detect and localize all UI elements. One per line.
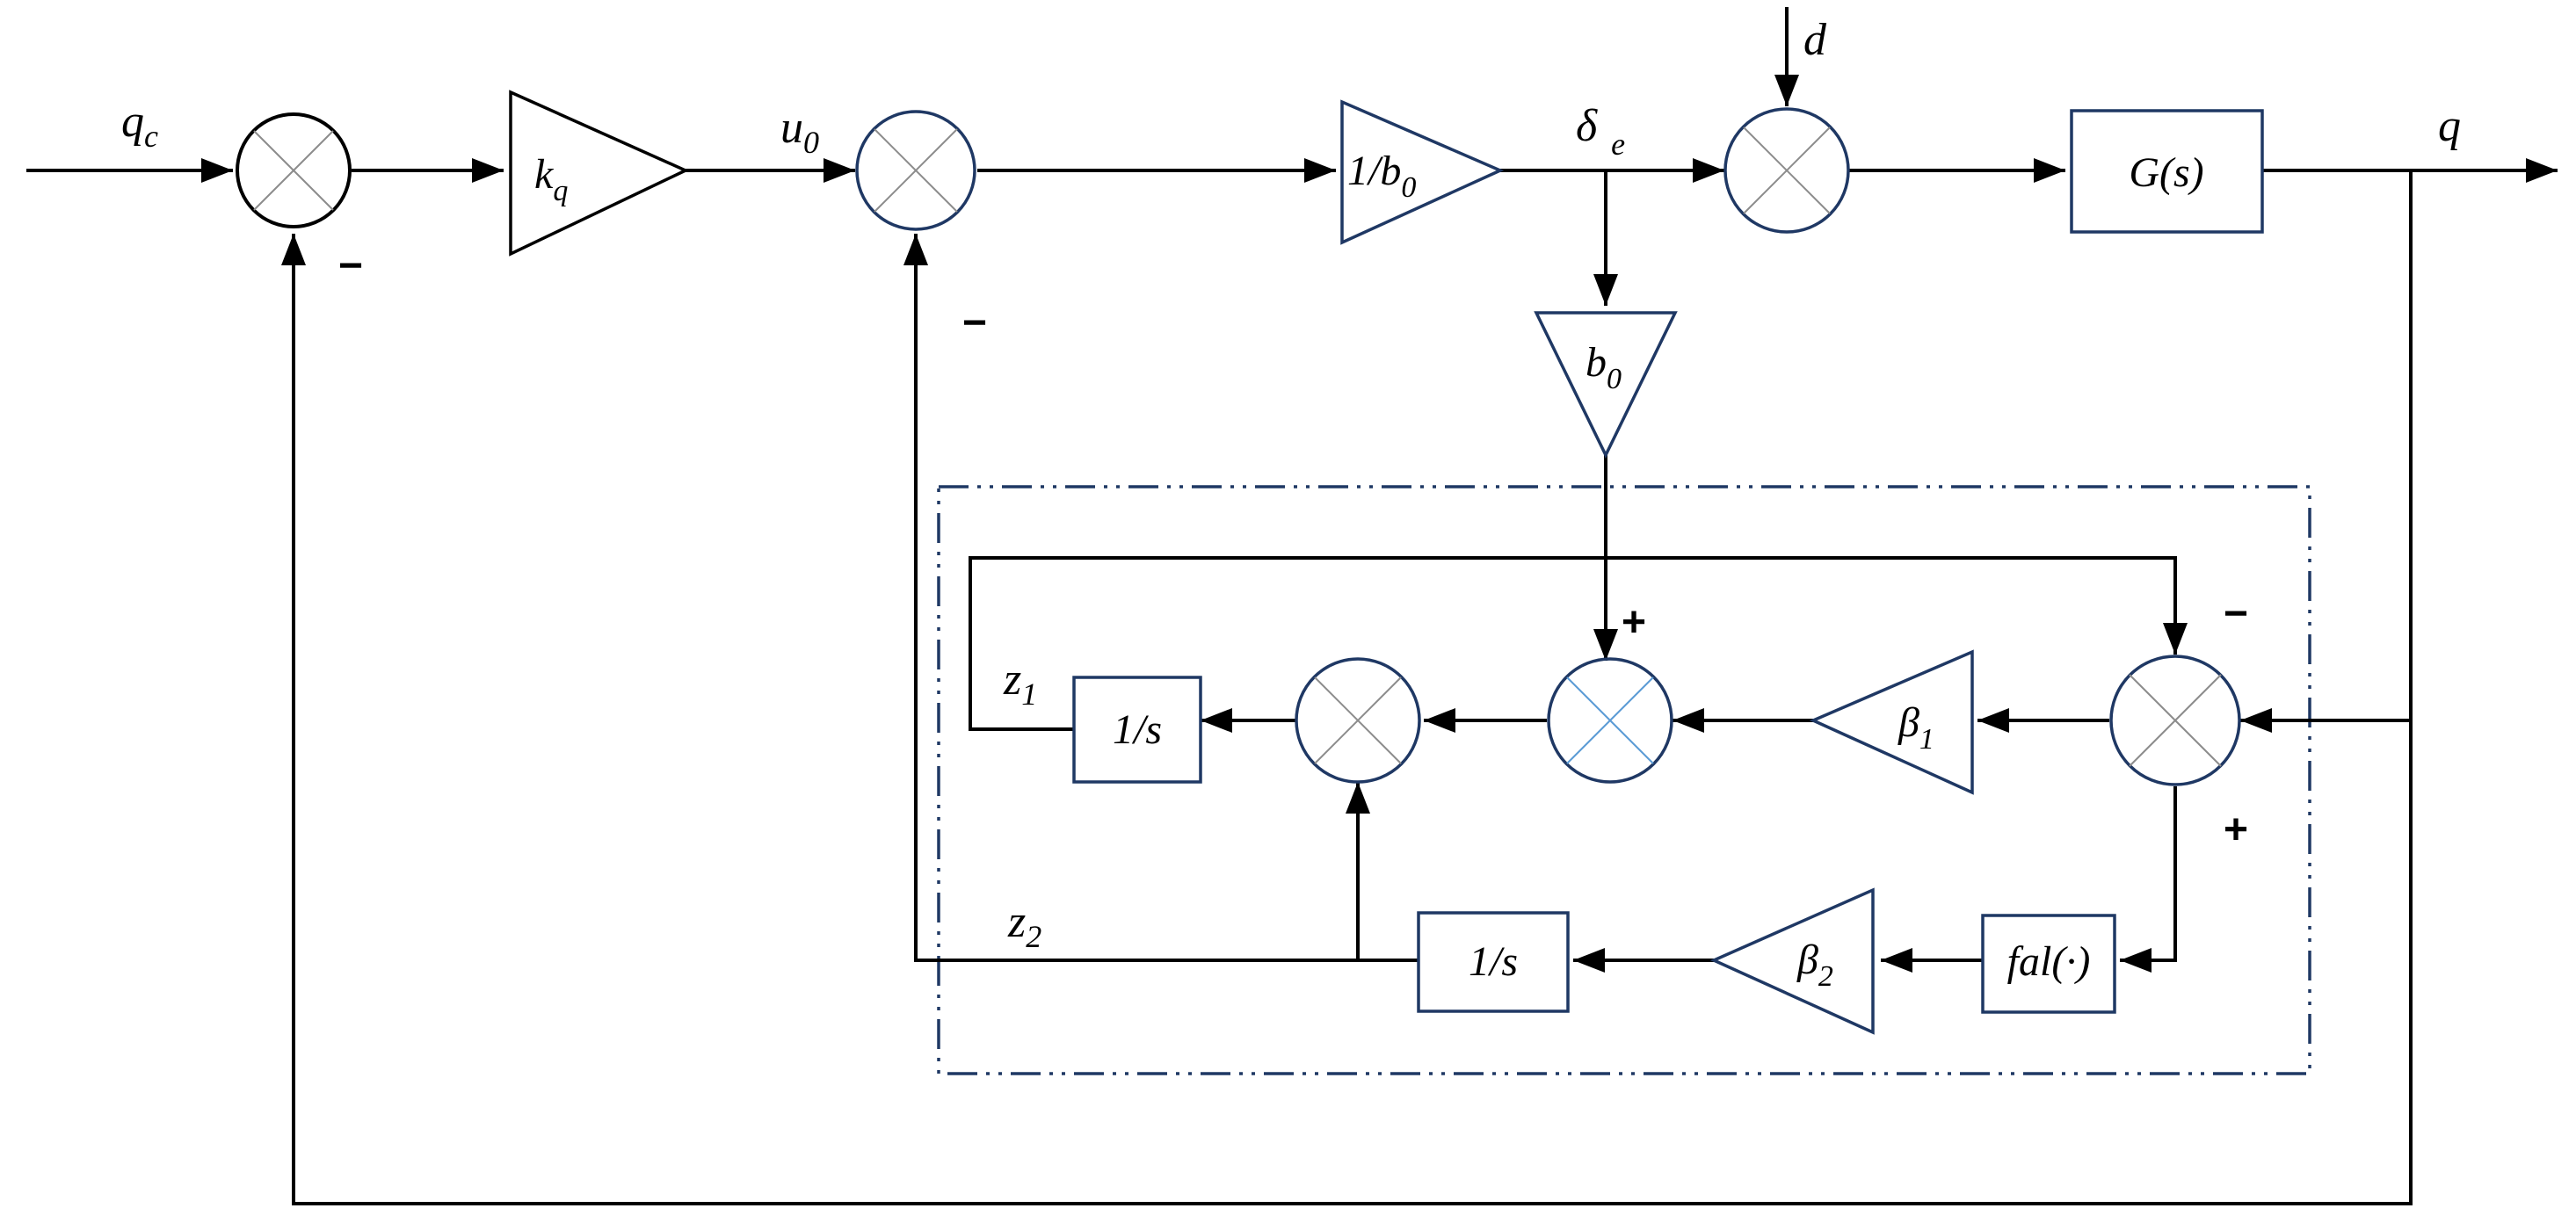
sign-plus-b0: + <box>1622 599 1646 646</box>
svg-text:G(s): G(s) <box>2129 149 2203 196</box>
svg-text:fal(·): fal(·) <box>2007 938 2091 985</box>
wire-esum-to-fal <box>2120 786 2177 973</box>
svg-text:kq: kq <box>534 151 568 207</box>
sum-junction-error <box>2109 655 2241 786</box>
sign-minus-error: − <box>2224 590 2248 637</box>
integrator-z1-block: 1/s <box>1072 676 1202 784</box>
plant-G-block: G(s) <box>2070 109 2264 234</box>
gain-beta2-block: β2 <box>1709 887 1875 1035</box>
signal-label-qc: qc <box>121 97 158 154</box>
wire-z2-to-sum2 <box>903 234 1419 962</box>
svg-text:β1: β1 <box>1898 699 1934 756</box>
sum-junction-z2 <box>1295 657 1421 784</box>
gain-beta1-block: β1 <box>1809 649 1974 795</box>
gain-kq-block: kq <box>509 90 690 257</box>
sum-junction-b0 <box>1547 657 1673 784</box>
wire-q-outer-feedback <box>281 170 2413 1205</box>
signal-label-d: d <box>1803 15 1827 65</box>
svg-text:b0: b0 <box>1586 339 1622 395</box>
sign-minus-u0: − <box>962 300 987 346</box>
svg-text:1/s: 1/s <box>1113 706 1162 753</box>
fal-nonlinear-block: fal(·) <box>1981 914 2116 1014</box>
sum-junction-qc <box>236 112 352 228</box>
svg-text:β2: β2 <box>1796 937 1833 993</box>
svg-text:1/s: 1/s <box>1469 938 1518 985</box>
wire-z1-feedback <box>969 556 2188 731</box>
signal-label-z2: z2 <box>1007 897 1041 954</box>
signal-label-u0: u0 <box>780 103 819 160</box>
gain-inv-b0-block: 1/b0 <box>1340 99 1505 245</box>
sign-minus-qc: − <box>338 242 363 289</box>
sign-plus-error: + <box>2224 807 2248 853</box>
eso-boundary <box>937 485 2311 1075</box>
signal-label-q: q <box>2438 101 2461 151</box>
integrator-z2-block: 1/s <box>1417 911 1570 1013</box>
sum-junction-disturbance <box>1723 107 1850 234</box>
signal-label-z1: z1 <box>1003 655 1037 712</box>
svg-text:1/b0: 1/b0 <box>1347 148 1416 204</box>
gain-b0-block: b0 <box>1534 311 1678 459</box>
sum-junction-u0 <box>855 110 976 231</box>
